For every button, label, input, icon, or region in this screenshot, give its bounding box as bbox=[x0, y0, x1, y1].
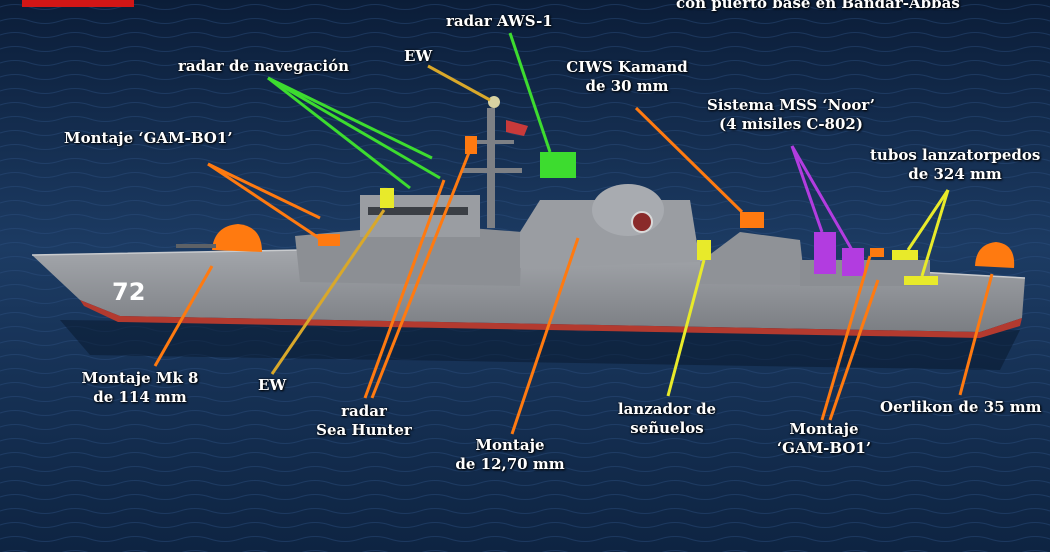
label-gam-aft-line1: Montaje bbox=[789, 420, 859, 438]
superstructure-forward bbox=[295, 228, 522, 286]
label-mss-line2: (4 misiles C-802) bbox=[719, 115, 863, 133]
hull-number: 72 bbox=[112, 278, 145, 306]
label-decoy-launcher: lanzador de señuelos bbox=[608, 400, 726, 438]
leader-mg bbox=[510, 237, 580, 435]
leader-gam-aft-1 bbox=[820, 255, 872, 421]
label-gam-bo1-aft: Montaje ‘GAM-BO1’ bbox=[764, 420, 884, 458]
leader-ew-top bbox=[427, 64, 491, 102]
c802-launcher-b bbox=[842, 248, 864, 276]
label-12-70-mount: Montaje de 12,70 mm bbox=[448, 436, 572, 474]
leader-gam-aft-2 bbox=[828, 279, 880, 421]
label-torpedo-tubes: tubos lanzatorpedos de 324 mm bbox=[870, 146, 1040, 184]
mk8-gun-turret bbox=[212, 224, 262, 252]
label-gam-bo1-forward: Montaje ‘GAM-BO1’ bbox=[64, 129, 233, 147]
label-mk8-gun: Montaje Mk 8 de 114 mm bbox=[70, 369, 210, 407]
torpedo-tubes-a bbox=[892, 250, 918, 260]
leader-ciws bbox=[634, 106, 744, 214]
c802-launcher-a bbox=[814, 232, 836, 274]
ciws-dome bbox=[592, 184, 664, 236]
mk8-gun-barrel bbox=[176, 244, 216, 248]
label-radar-aws1: radar AWS-1 bbox=[446, 12, 553, 30]
leader-torpedo-2 bbox=[920, 189, 950, 277]
gam-bo1-fwd-mount bbox=[318, 234, 340, 246]
label-torpedo-line2: de 324 mm bbox=[908, 165, 1002, 183]
mast-yard bbox=[470, 140, 514, 144]
gam-bo1-aft-mount bbox=[870, 248, 884, 257]
label-seahunter-line1: radar bbox=[341, 402, 387, 420]
label-mss-noor: Sistema MSS ‘Noor’ (4 misiles C-802) bbox=[700, 96, 882, 134]
oerlikon-35mm-turret bbox=[975, 242, 1015, 268]
label-decoy-line2: señuelos bbox=[630, 419, 704, 437]
mast-top-dome bbox=[488, 96, 500, 108]
leader-gam-fwd-2 bbox=[207, 162, 321, 220]
label-mg-line1: Montaje bbox=[475, 436, 545, 454]
label-radar-navegacion: radar de navegación bbox=[178, 57, 350, 75]
torpedo-tubes-b bbox=[904, 276, 938, 285]
superstructure-aft bbox=[700, 232, 805, 285]
label-ciws-kamand: CIWS Kamand de 30 mm bbox=[556, 58, 698, 96]
label-oerlikon: Oerlikon de 35 mm bbox=[880, 398, 1042, 416]
label-ew-top: EW bbox=[404, 47, 433, 65]
leader-torpedo-1 bbox=[906, 189, 950, 251]
label-ew-bottom: EW bbox=[258, 376, 287, 394]
bridge-block bbox=[360, 195, 480, 237]
ew-dome bbox=[380, 188, 394, 208]
leader-seahunter-2 bbox=[370, 149, 472, 399]
ciws-kamand bbox=[740, 212, 764, 228]
label-mk8-line1: Montaje Mk 8 bbox=[81, 369, 199, 387]
ship-emblem bbox=[631, 211, 653, 233]
caption-top-right: con puerto base en Bandar-Abbas bbox=[676, 0, 960, 12]
label-mk8-line2: de 114 mm bbox=[93, 388, 187, 406]
leader-oerlikon bbox=[958, 273, 994, 396]
label-decoy-line1: lanzador de bbox=[617, 400, 717, 418]
leader-mss-2 bbox=[790, 145, 854, 251]
leader-seahunter-1 bbox=[363, 179, 446, 399]
sea-hunter-radar bbox=[465, 136, 477, 154]
label-sea-hunter: radar Sea Hunter bbox=[306, 402, 422, 440]
leader-navegacion-2 bbox=[267, 76, 411, 190]
leader-navegacion-1 bbox=[267, 76, 433, 160]
label-seahunter-line2: Sea Hunter bbox=[316, 421, 412, 439]
bridge-windows bbox=[368, 207, 468, 215]
flag bbox=[506, 120, 528, 136]
mast-platform bbox=[462, 168, 522, 173]
label-ciws-line1: CIWS Kamand bbox=[566, 58, 688, 76]
boot-topping bbox=[80, 300, 1022, 338]
leader-mss-1 bbox=[790, 145, 824, 233]
leader-navegacion-3 bbox=[267, 76, 441, 180]
leader-ew-bottom bbox=[270, 209, 386, 375]
leader-aws1 bbox=[508, 32, 552, 153]
corner-red-tag bbox=[22, 0, 134, 7]
label-mg-line2: de 12,70 mm bbox=[455, 455, 565, 473]
aws1-radar bbox=[540, 152, 576, 178]
label-ciws-line2: de 30 mm bbox=[585, 77, 669, 95]
decoy-launcher bbox=[697, 240, 711, 260]
leader-decoy bbox=[666, 259, 706, 397]
leader-mk8 bbox=[153, 265, 214, 367]
label-mss-line1: Sistema MSS ‘Noor’ bbox=[706, 96, 876, 114]
label-torpedo-line1: tubos lanzatorpedos bbox=[870, 146, 1041, 164]
label-gam-aft-line2: ‘GAM-BO1’ bbox=[776, 439, 872, 457]
leader-gam-fwd-1 bbox=[207, 162, 323, 242]
